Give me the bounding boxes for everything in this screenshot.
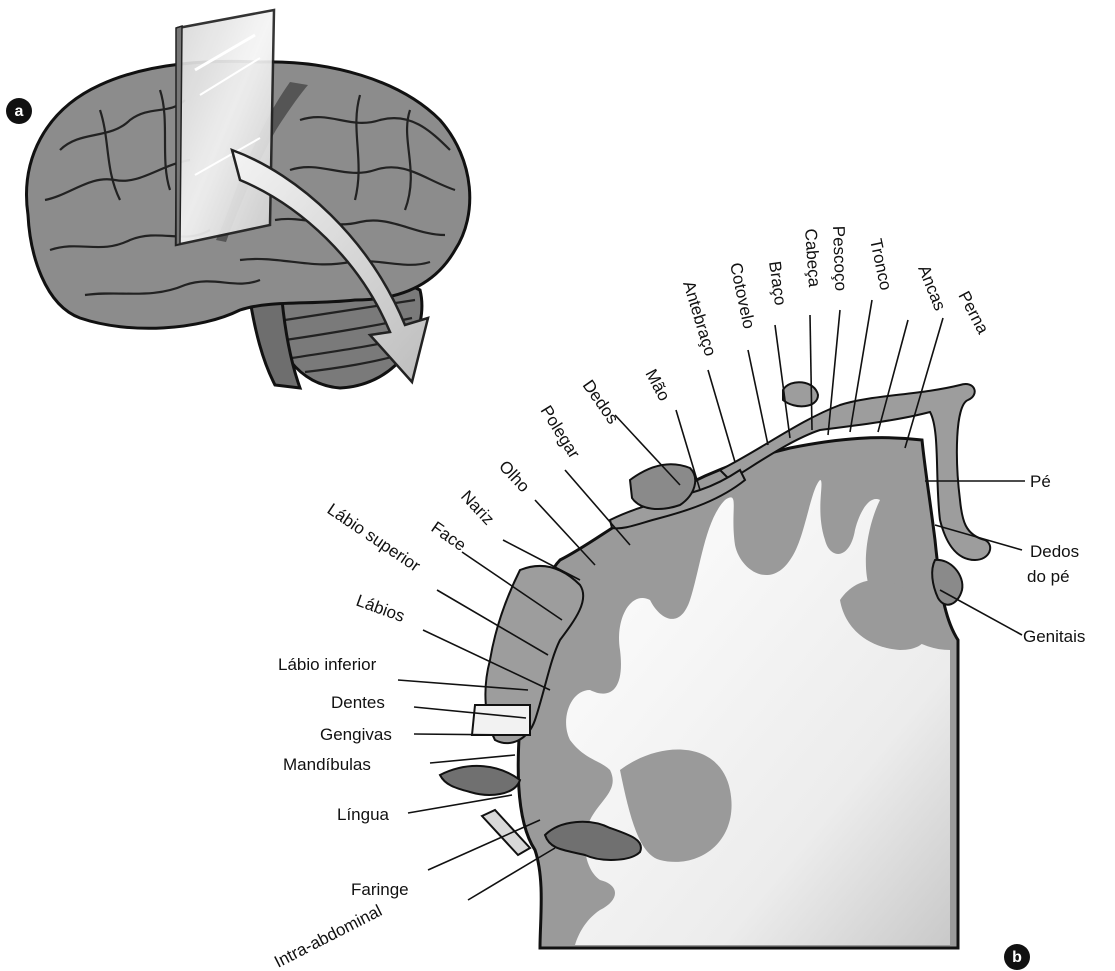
cortex-section bbox=[518, 438, 958, 948]
label-ancas: Ancas bbox=[914, 262, 949, 313]
svg-text:b: b bbox=[1012, 949, 1022, 966]
label-nariz: Nariz bbox=[457, 487, 498, 529]
label-labio-superior: Lábio superior bbox=[324, 500, 424, 576]
homunculus-tongue bbox=[440, 766, 520, 795]
panel-a-badge: a bbox=[6, 98, 32, 124]
label-mandibulas: Mandíbulas bbox=[283, 755, 371, 774]
label-mao: Mão bbox=[641, 366, 673, 404]
label-faringe: Faringe bbox=[351, 880, 409, 899]
homunculus-teeth bbox=[472, 705, 530, 735]
label-pescoco: Pescoço bbox=[829, 225, 850, 291]
label-dedos-do-pe-line2: do pé bbox=[1027, 567, 1070, 586]
brain-illustration bbox=[27, 10, 470, 388]
label-dentes: Dentes bbox=[331, 693, 385, 712]
label-cabeca: Cabeça bbox=[801, 228, 824, 288]
label-face: Face bbox=[428, 518, 470, 555]
label-dedos: Dedos bbox=[579, 376, 623, 427]
homunculus-head-bump bbox=[783, 382, 818, 406]
label-lingua: Língua bbox=[337, 805, 390, 824]
label-pe: Pé bbox=[1030, 472, 1051, 491]
label-antebraco: Antebraço bbox=[679, 279, 720, 359]
label-olho: Olho bbox=[495, 457, 533, 496]
label-genitais: Genitais bbox=[1023, 627, 1085, 646]
label-polegar: Polegar bbox=[537, 402, 584, 462]
label-gengivas: Gengivas bbox=[320, 725, 392, 744]
label-tronco: Tronco bbox=[866, 237, 895, 292]
panel-b-badge: b bbox=[1004, 944, 1030, 970]
label-labio-inferior: Lábio inferior bbox=[278, 655, 377, 674]
label-intra-abdominal: Intra-abdominal bbox=[271, 901, 385, 971]
label-perna: Perna bbox=[954, 288, 992, 337]
label-labios: Lábios bbox=[354, 591, 408, 626]
svg-text:a: a bbox=[15, 103, 24, 120]
section-plane-glass bbox=[176, 10, 274, 245]
label-dedos-do-pe-line1: Dedos bbox=[1030, 542, 1079, 561]
label-braco: Braço bbox=[765, 260, 790, 307]
label-cotovelo: Cotovelo bbox=[726, 261, 759, 331]
